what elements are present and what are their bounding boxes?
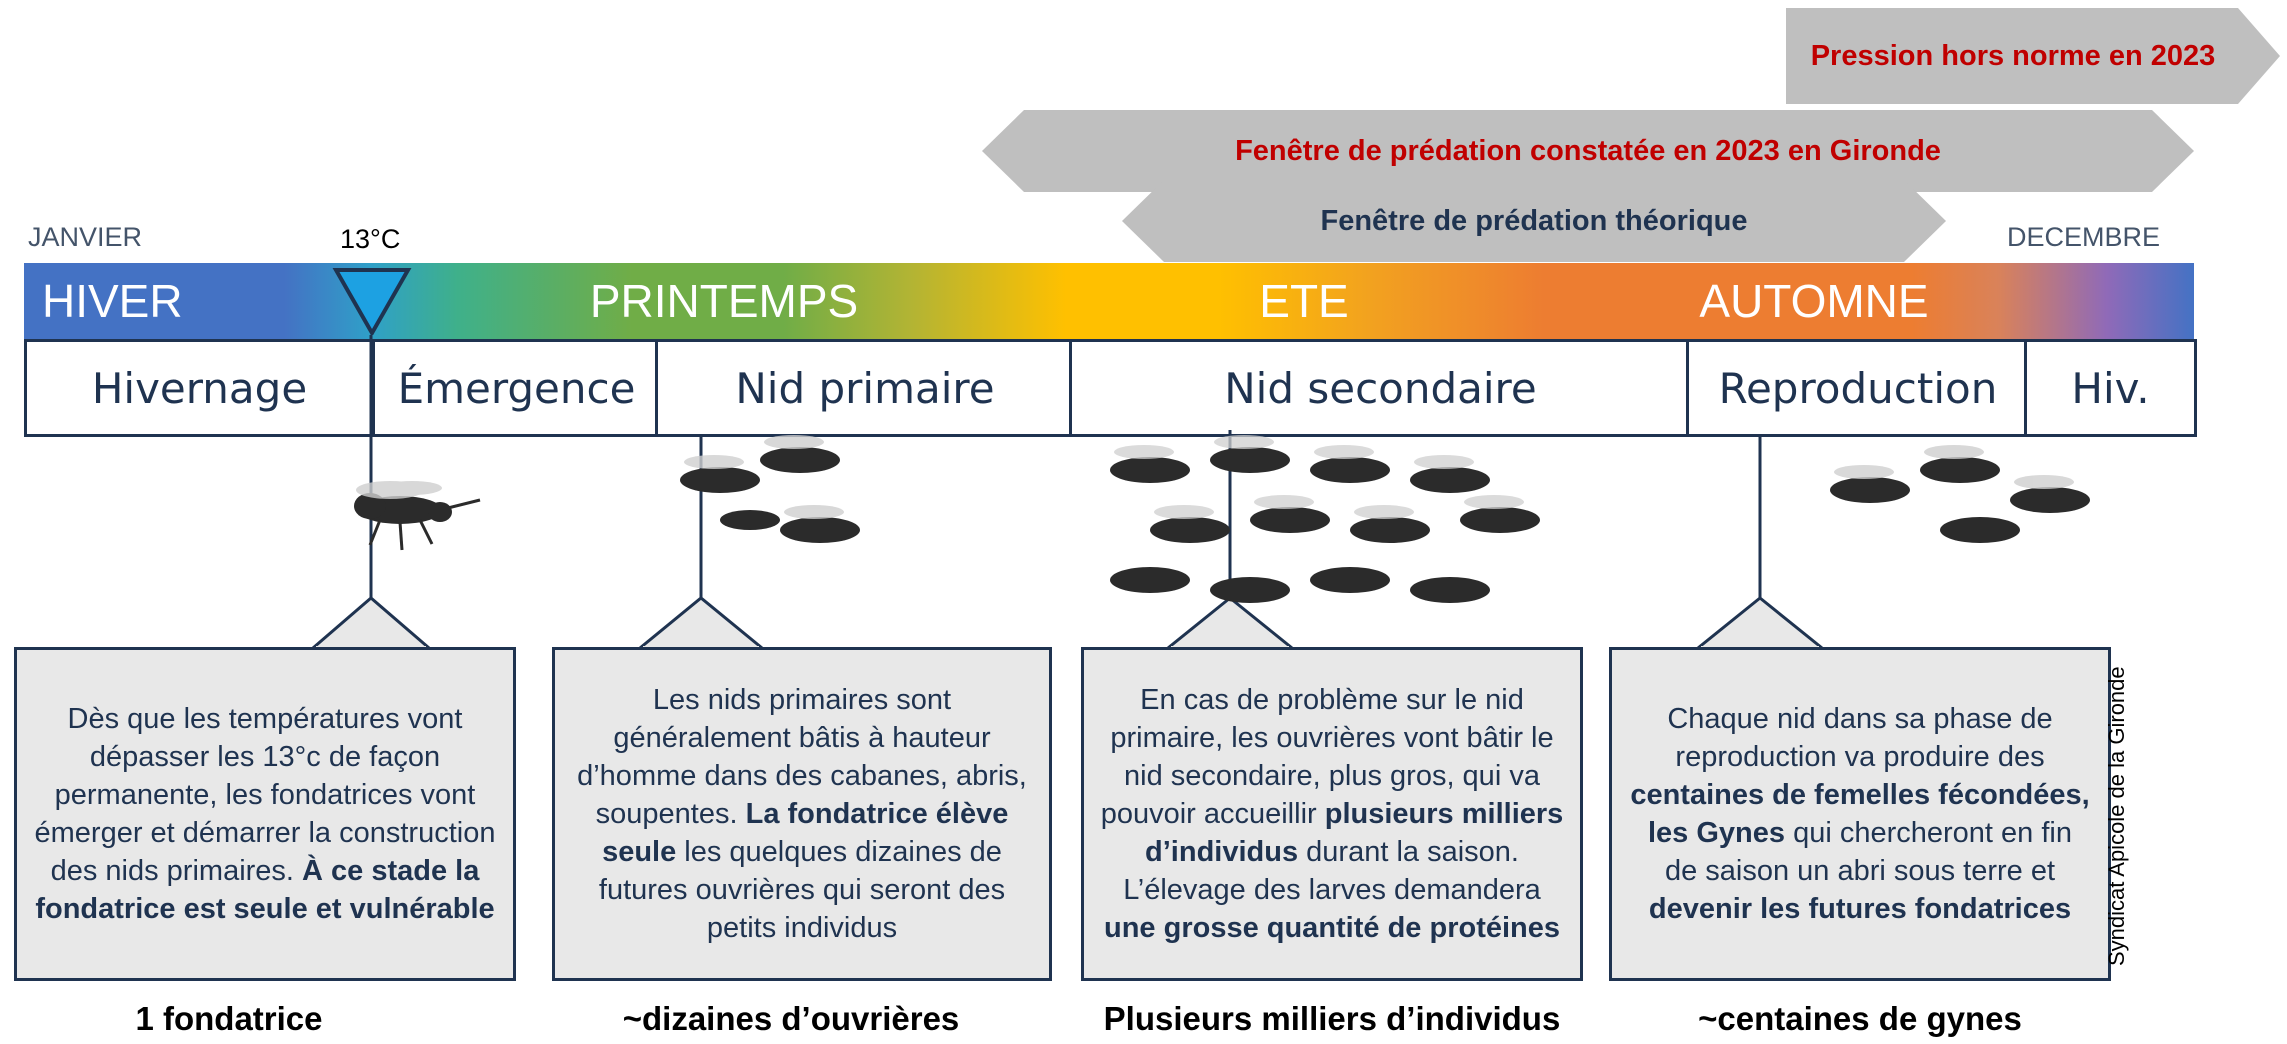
callout-pointer-1 [312,596,430,650]
info-box-reproduction: Chaque nid dans sa phase de reproduction… [1609,647,2111,981]
info-box-4-bold-b: devenir les futures fondatrices [1648,893,2072,925]
info-box-4-text-a: Chaque nid dans sa phase de reproduction… [1667,703,2053,773]
season-printemps: PRINTEMPS [589,275,859,327]
info-box-emergence: Dès que les températures vont dépasser l… [14,647,516,981]
wasp-group-large-icon [1110,435,1540,603]
info-box-nid-primaire-text: Les nids primaires sont généralement bât… [571,681,1033,947]
phase-nid-secondaire: Nid secondaire [1069,339,1689,437]
info-box-3-text-b: durant la saison. L’élevage des larves d… [1123,836,1541,906]
info-box-nid-secondaire-text: En cas de problème sur le nid primaire, … [1100,681,1564,947]
info-box-4-bold-a: centaines de femelles fécondées, les Gyn… [1630,779,2090,849]
phase-hiv-label: Hiv. [2071,363,2150,413]
phase-nid-secondaire-label: Nid secondaire [1224,363,1537,413]
info-box-nid-secondaire: En cas de problème sur le nid primaire, … [1081,647,1583,981]
phase-reproduction-label: Reproduction [1718,363,1998,413]
wasp-group-small-icon [680,435,860,543]
caption-fondatrice: 1 fondatrice [135,1000,323,1037]
info-box-reproduction-text: Chaque nid dans sa phase de reproduction… [1628,700,2092,928]
season-ete: ETE [1259,275,1349,327]
info-box-3-bold-b: une grosse quantité de protéines [1103,912,1561,944]
season-bar: HIVER PRINTEMPS ETE AUTOMNE [24,263,2194,339]
info-box-1-bold-a: À ce stade la fondatrice est seule et vu… [35,855,495,925]
phase-hivernage-label: Hivernage [91,363,308,413]
arrow-fenetre-theorique: Fenêtre de prédation théorique [1122,180,1946,262]
phase-emergence-label: Émergence [397,363,636,413]
arrow-pression-2023: Pression hors norme en 2023 [1786,8,2280,104]
phase-hiv: Hiv. [2024,339,2197,437]
info-box-4-text-b: qui chercheront en fin de saison un abri… [1664,817,2072,887]
label-janvier: JANVIER [28,222,143,252]
phase-hivernage: Hivernage [24,339,372,437]
phase-reproduction: Reproduction [1686,339,2027,437]
arrow-fenetre-2023: Fenêtre de prédation constatée en 2023 e… [982,110,2194,192]
info-box-emergence-text: Dès que les températures vont dépasser l… [33,700,497,928]
callout-pointer-2 [639,596,763,650]
info-box-2-text-a: Les nids primaires sont généralement bât… [577,684,1027,830]
info-box-2-bold-a: La fondatrice élève seule [602,798,1009,868]
phase-nid-primaire: Nid primaire [655,339,1072,437]
info-box-2-text-b: les quelques dizaines de futures ouvrièr… [598,836,1006,944]
info-box-3-text-a: En cas de problème sur le nid primaire, … [1100,684,1554,830]
arrow-pression-label: Pression hors norme en 2023 [1810,39,2216,72]
phase-nid-primaire-label: Nid primaire [735,363,995,413]
info-box-nid-primaire: Les nids primaires sont généralement bât… [552,647,1052,981]
label-decembre: DECEMBRE [2007,222,2161,252]
arrow-fenetre-2023-label: Fenêtre de prédation constatée en 2023 e… [1235,134,1941,167]
season-automne: AUTOMNE [1699,275,1929,327]
caption-ouvrieres: ~dizaines d’ouvrières [622,1000,960,1037]
temperature-marker-icon [332,268,412,335]
credit-label: Syndicat Apicole de la Gironde [2104,666,2129,966]
caption-gynes: ~centaines de gynes [1698,1000,2022,1037]
callout-pointer-4 [1697,596,1823,650]
info-box-1-text-a: Dès que les températures vont dépasser l… [34,703,496,887]
info-box-3-bold-a: plusieurs milliers d’individus [1145,798,1564,868]
temperature-label: 13°C [340,224,401,254]
caption-individus: Plusieurs milliers d’individus [1103,1000,1561,1037]
phase-emergence: Émergence [372,339,658,437]
phases-row: Hivernage Émergence Nid primaire Nid sec… [24,339,2197,437]
wasp-single-icon [354,481,481,551]
season-hiver: HIVER [42,275,183,327]
wasp-group-medium-icon [1830,445,2090,543]
arrow-fenetre-theorique-label: Fenêtre de prédation théorique [1320,204,1748,237]
